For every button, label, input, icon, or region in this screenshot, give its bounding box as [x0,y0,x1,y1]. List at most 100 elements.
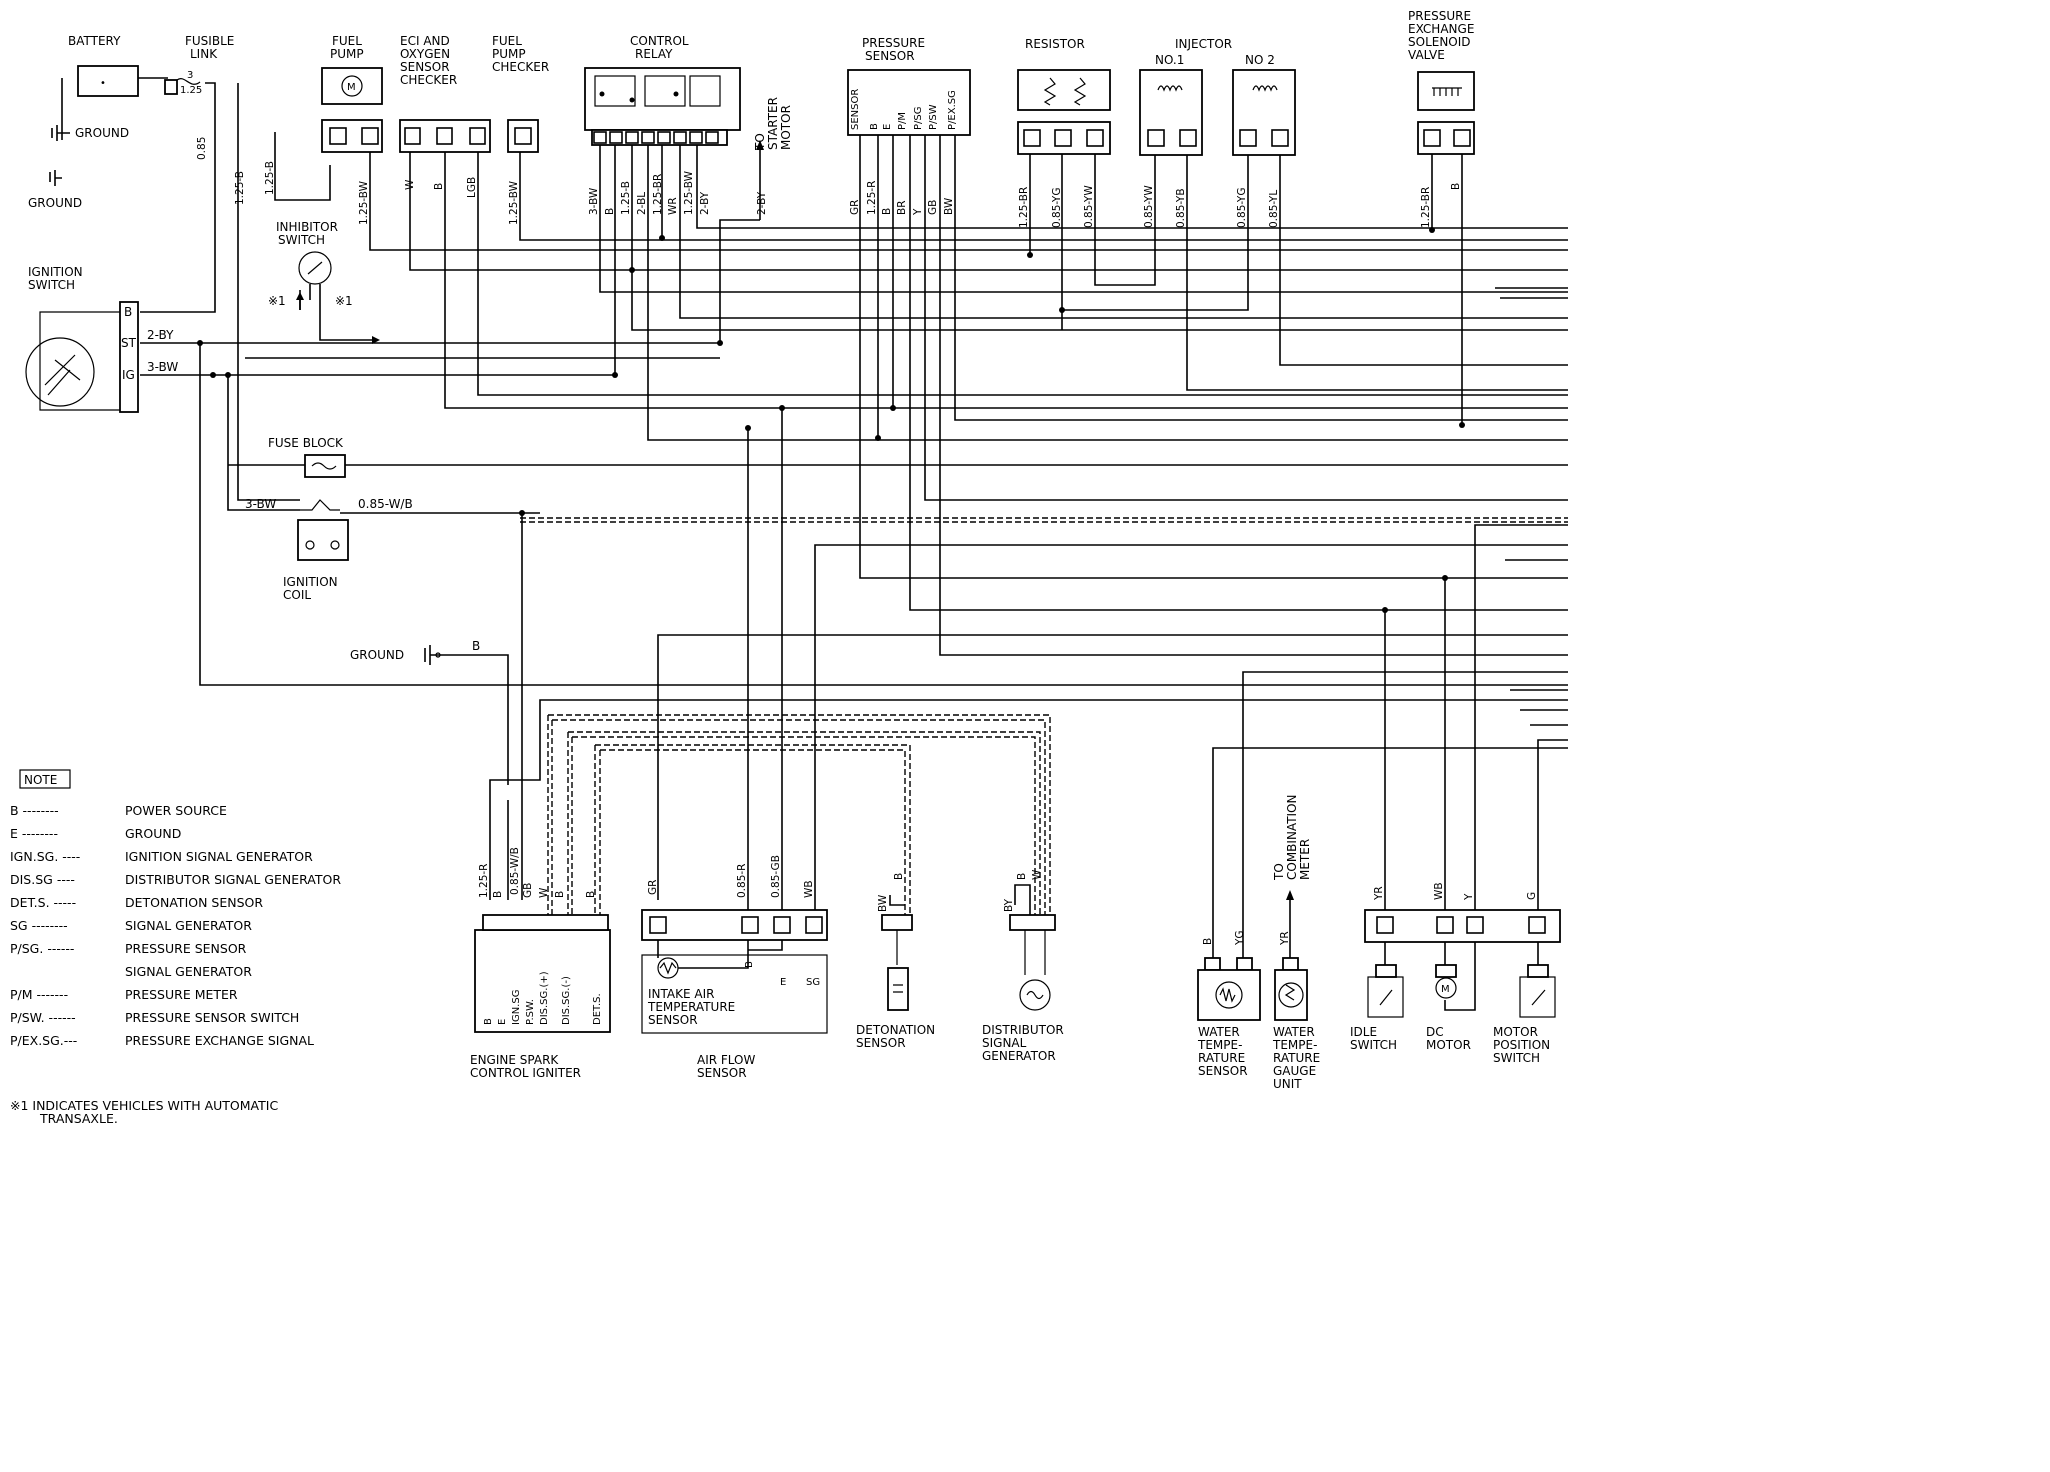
ground-label-3: GROUND [350,648,404,662]
dc-motor: M DC MOTOR [1426,964,1471,1052]
pressure-sensor-pin-label: B [869,123,880,130]
wire-label-pressure-sensor: Y [912,208,924,216]
note-abbr: E -------- [10,826,58,841]
note-desc: SIGNAL GENERATOR [125,918,252,933]
eci-oxygen-sensor-checker: ECI AND OXYGEN SENSOR CHECKER [399,34,491,153]
inhibitor-switch-label: INHIBITOR [276,220,338,234]
igniter-pin-label: DET.S. [592,993,603,1025]
injector-no2 [1232,69,1296,156]
wire-label-relay: WR [667,197,679,215]
svg-text:LINK: LINK [190,47,218,61]
motor-position-switch-label: MOTOR [1493,1025,1538,1039]
eci-checker-label: ECI AND [400,34,450,48]
igniter-pin-label: E [497,1019,508,1025]
wire-label-link: 0.85 [196,137,208,160]
star1-left: ※1 [268,294,286,308]
wire-label-igniter: 1.25-R [478,864,490,898]
svg-text:TEMPE-: TEMPE- [1272,1038,1317,1052]
ign-terminal-st: ST [121,336,137,350]
svg-text:1.25: 1.25 [180,85,202,96]
wire-label-distributor: W [1031,869,1043,880]
svg-text:POSITION: POSITION [1493,1038,1550,1052]
wire-label-pressure-sensor: 1.25-R [866,181,878,215]
wire-label-throttle: Y [1463,893,1475,901]
to-starter-motor: TO STARTER MOTOR [753,97,793,220]
water-temp-gauge-label: WATER [1273,1025,1315,1039]
note-desc: DETONATION SENSOR [125,895,263,910]
injector-no2-label: NO 2 [1245,53,1275,67]
water-temperature-sensor: WATER TEMPE- RATURE SENSOR [1197,957,1261,1078]
fuel-pump-label: FUEL [332,34,362,48]
air-flow-pin-label: E [780,977,786,988]
injectors: INJECTOR NO.1 NO 2 [1139,37,1296,156]
wire-label-pressure-sensor: B [881,208,893,215]
pressure-sensor-pin-label: P/M [897,112,908,130]
note-abbr: IGN.SG. ---- [10,849,80,864]
wire-label-pressure-sensor: GB [927,200,939,215]
svg-text:SENSOR: SENSOR [648,1013,698,1027]
inhibitor-switch: INHIBITOR SWITCH ※1 ※1 [268,220,380,344]
svg-text:PUMP: PUMP [330,47,364,61]
wire-label-air-flow: 0.85-R [736,864,748,898]
note-abbr: SG -------- [10,918,68,933]
relay-pins [593,131,719,144]
pressure-sensor-pin-label: P/SW [928,104,939,130]
note-abbr: P/M ------- [10,987,68,1002]
svg-text:SWITCH: SWITCH [278,233,325,247]
svg-text:OXYGEN: OXYGEN [400,47,450,61]
wire-label-relay: B [604,208,616,215]
shielded-wires [520,517,1568,930]
igniter-pin-label: IGN.SG [511,990,522,1025]
wire-label-igniter: W [538,887,550,898]
svg-text:RATURE: RATURE [1198,1051,1245,1065]
wire-label-pressure-sensor: BW [943,197,955,215]
star1-right: ※1 [335,294,353,308]
wire-label-eci-w: W [404,179,416,190]
wire-label-relay: 1.25-B [620,181,632,215]
svg-text:GAUGE: GAUGE [1273,1064,1316,1078]
wire-label-resistor: 1.25-BR [1018,187,1030,228]
wire-label-relay-out: 2-BY [756,191,768,215]
svg-text:SENSOR: SENSOR [1198,1064,1248,1078]
wire-label-air-flow: 0.85-GB [770,855,782,898]
pressure-sensor-pin-label: E [882,124,893,130]
wire-label-distributor: BY [1003,898,1015,912]
ground-label-2: GROUND [28,196,82,210]
wire-label-throttle: G [1526,892,1538,900]
note-desc: PRESSURE SENSOR SWITCH [125,1010,299,1025]
wire-label-injector2: 0.85-YG [1236,188,1248,228]
resistor-label: RESISTOR [1025,37,1085,51]
note-abbr: P/EX.SG.--- [10,1033,77,1048]
svg-text:RATURE: RATURE [1273,1051,1320,1065]
wire-label-inhibitor: 1.25-B [264,161,276,195]
wire-label-water-temp-gauge: YR [1279,931,1291,946]
injector-label: INJECTOR [1175,37,1232,51]
air-flow-sensor-label: AIR FLOW [697,1053,756,1067]
note-desc: POWER SOURCE [125,803,227,818]
control-relay: CONTROL RELAY [584,34,741,146]
svg-text:TEMPE-: TEMPE- [1197,1038,1242,1052]
igniter-pin-label: DIS.SG.(+) [539,971,550,1025]
wire-label-relay: 2-BL [636,192,648,215]
wire-label-distributor: B [1016,873,1028,880]
svg-text:CHECKER: CHECKER [492,60,549,74]
wire-label-water-temp-sensor: B [1202,938,1214,945]
pressure-exchange-solenoid-valve: PRESSURE EXCHANGE SOLENOID VALVE [1408,9,1475,155]
ground-symbol-1: GROUND [51,125,129,141]
igniter-pin-label: P.SW. [525,999,536,1025]
wire-label-igniter: GB [522,883,534,898]
fuse-block-label: FUSE BLOCK [268,436,344,450]
fusible-link-label: FUSIBLE [185,34,234,48]
svg-text:SWITCH: SWITCH [28,278,75,292]
wire-label-pressure-sensor: GR [849,200,861,215]
wire-label-injector2: 0.85-YL [1268,190,1280,228]
ground-label-1: GROUND [75,126,129,140]
svg-text:STARTER: STARTER [766,97,780,150]
